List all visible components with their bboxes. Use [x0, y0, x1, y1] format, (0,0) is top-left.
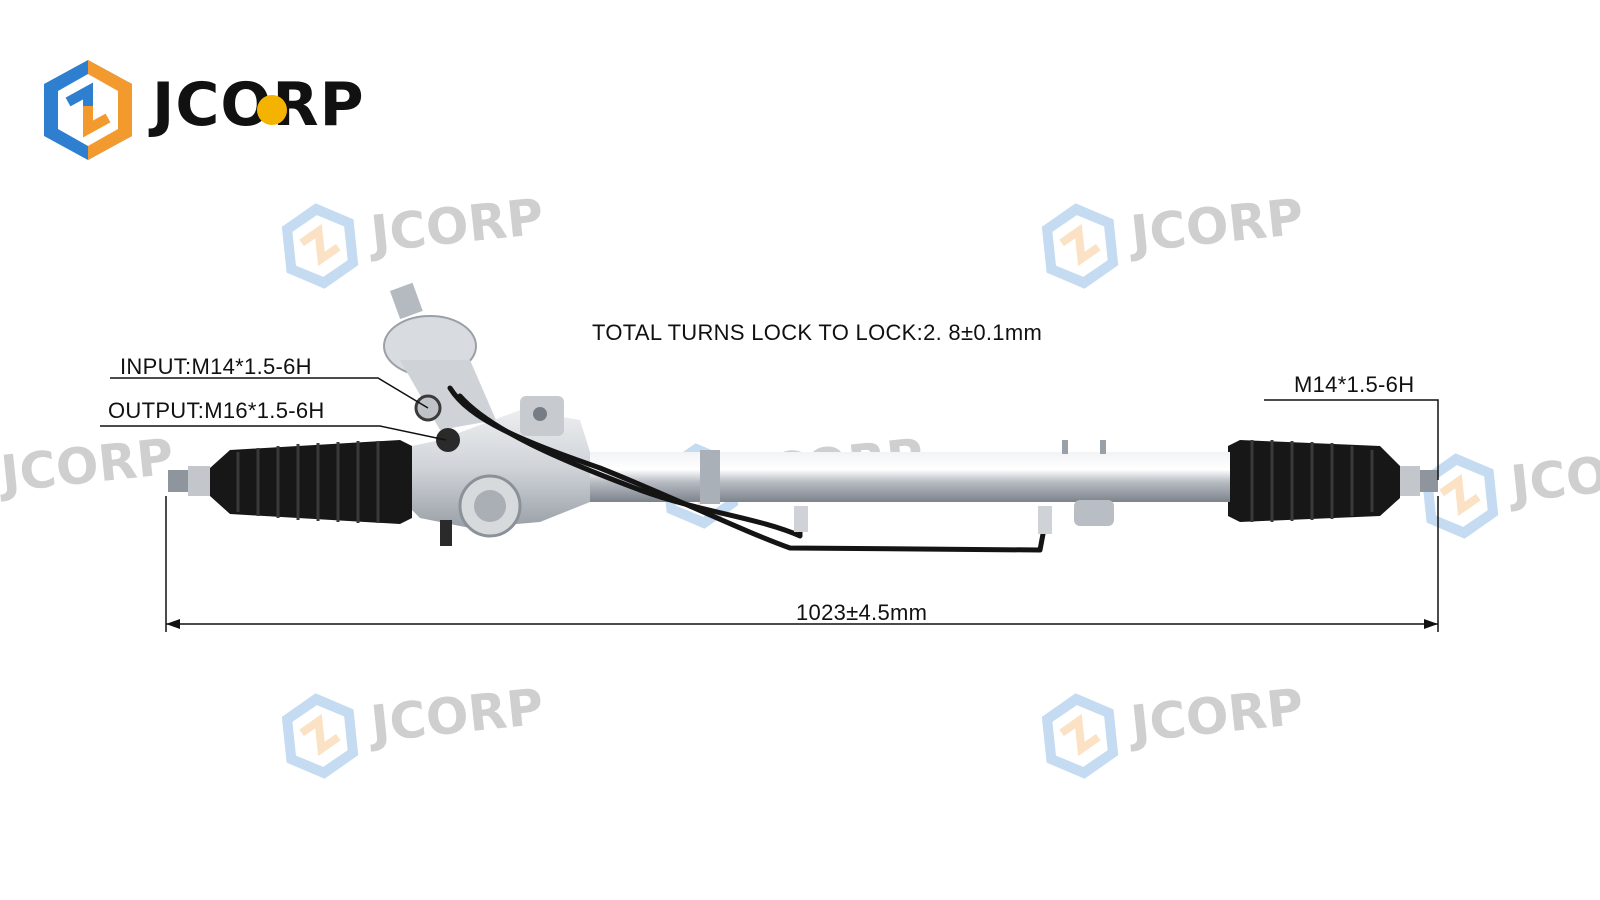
callout-leaders	[100, 377, 1439, 480]
output-port	[436, 428, 460, 452]
jcorp-logo-icon	[1421, 453, 1499, 539]
jcorp-logo-icon	[44, 60, 132, 160]
output-port-label: OUTPUT:M16*1.5-6H	[108, 398, 325, 423]
left-bellows-boot	[210, 440, 412, 524]
jcorp-logo-icon	[1041, 203, 1119, 289]
watermark-bottom-left: JCORP	[276, 665, 575, 795]
brand-name: JCORP	[152, 70, 365, 140]
watermark-top-right: JCORP	[1036, 175, 1335, 305]
left-tie-rod-end	[168, 466, 210, 496]
line-brackets	[794, 506, 1052, 534]
rack-tube	[580, 452, 1230, 502]
watermark-middle-right: JCORP	[1416, 425, 1600, 555]
input-port-label: INPUT:M14*1.5-6H	[120, 354, 312, 379]
right-bellows-boot	[1228, 440, 1400, 522]
hydraulic-lines	[447, 385, 1049, 553]
total-turns-label: TOTAL TURNS LOCK TO LOCK:2. 8±0.1mm	[592, 320, 1043, 345]
jcorp-logo-icon	[1041, 693, 1119, 779]
right-tie-rod-end	[1398, 466, 1438, 496]
brand-logo: JCORP	[40, 56, 400, 166]
overall-length-label: 1023±4.5mm	[796, 600, 928, 625]
overall-length-dimension	[165, 496, 1439, 632]
jcorp-logo-icon	[281, 203, 359, 289]
right-thread-label: M14*1.5-6H	[1294, 372, 1415, 397]
arrow-left-icon	[166, 619, 180, 629]
brand-dot-icon	[257, 95, 287, 125]
watermark-top-left: JCORP	[276, 175, 575, 305]
watermark-bottom-right: JCORP	[1036, 665, 1335, 795]
tube-collar	[700, 450, 720, 504]
right-mounting-clamp	[1062, 440, 1114, 526]
jcorp-logo-icon	[281, 693, 359, 779]
arrow-right-icon	[1424, 619, 1438, 629]
